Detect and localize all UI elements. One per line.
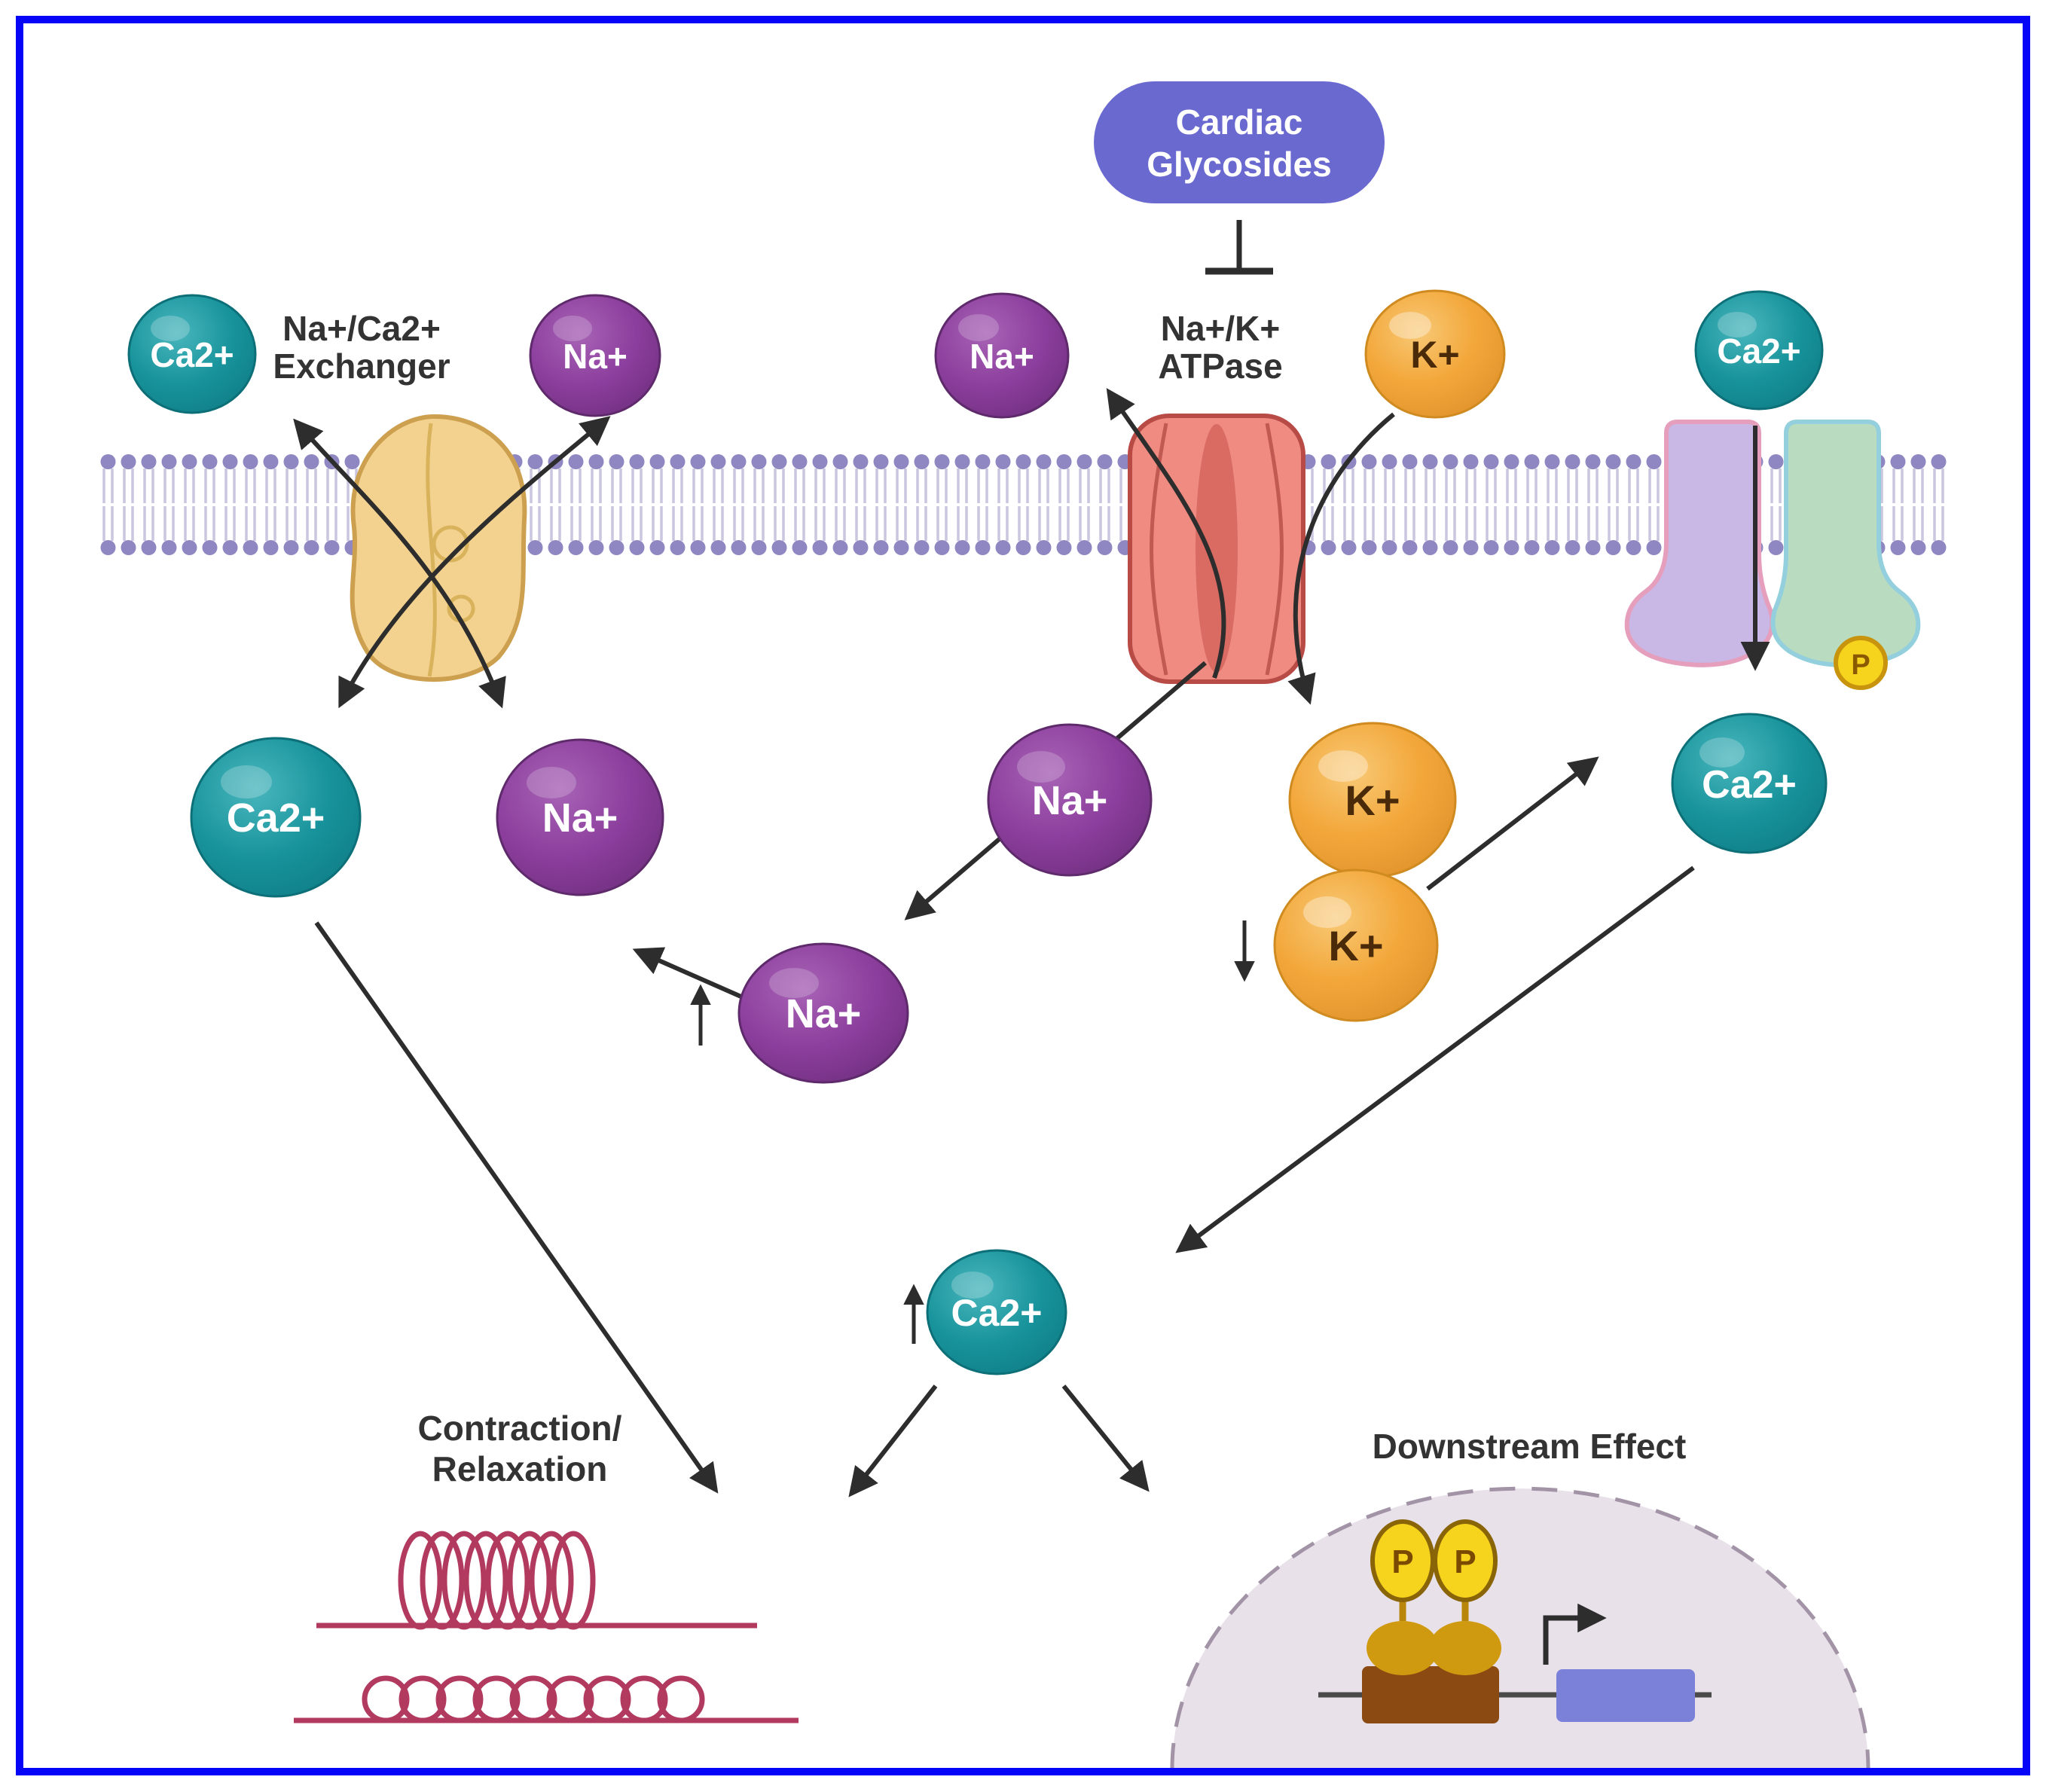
ion-na-inside-pump: Na+ bbox=[987, 723, 1153, 877]
ion-ca-inside-right: Ca2+ bbox=[1671, 713, 1828, 854]
arrow-na-pumped-out bbox=[1106, 388, 1226, 679]
ion-k-top: K+ bbox=[1364, 289, 1506, 419]
drug-name-line2: Glycosides bbox=[1147, 145, 1331, 184]
ion-ca-inside-left: Ca2+ bbox=[190, 737, 362, 898]
ion-ca-top-left: Ca2+ bbox=[127, 294, 257, 414]
cardiac-glycosides-node: Cardiac Glycosides bbox=[1094, 81, 1385, 203]
ion-na-top-middle: Na+ bbox=[934, 292, 1070, 419]
phosphate-label: P bbox=[1391, 1543, 1413, 1580]
arrow-right-ca-to-central-ca bbox=[1175, 865, 1695, 1253]
contraction-label-line1: Contraction/ bbox=[418, 1409, 622, 1448]
downstream-label: Downstream Effect bbox=[1373, 1427, 1687, 1466]
figure-frame bbox=[16, 16, 2030, 1775]
calcium-channel-left-subunit bbox=[1624, 420, 1775, 667]
ion-label: Ca2+ bbox=[227, 795, 325, 841]
phosphate-label: P bbox=[1454, 1543, 1476, 1580]
ion-na-increased: Na+ bbox=[737, 942, 909, 1084]
ion-label: Na+ bbox=[786, 991, 862, 1036]
ion-ca-increased: Ca2+ bbox=[926, 1249, 1067, 1375]
arrow-exchanger-na-ca bbox=[338, 416, 611, 709]
inhibition-arrow bbox=[1205, 220, 1273, 275]
promoter-box bbox=[1362, 1666, 1499, 1723]
ion-k-decreased: K+ bbox=[1273, 869, 1439, 1022]
arrow-na-to-exchanger bbox=[632, 947, 751, 1003]
ion-k-inside-pump: K+ bbox=[1288, 722, 1457, 878]
arrow-ca-to-contraction bbox=[848, 1384, 938, 1497]
downstream-outcome: Downstream Effect P P bbox=[1170, 1427, 1870, 1769]
ion-label: K+ bbox=[1345, 777, 1400, 824]
ion-label: Na+ bbox=[970, 337, 1034, 376]
ion-label: Na+ bbox=[563, 337, 628, 376]
atpase-label-line2: ATPase bbox=[1158, 346, 1282, 386]
phosphate-label: P bbox=[1851, 649, 1870, 681]
ion-na-top-left: Na+ bbox=[529, 294, 661, 417]
ion-label: K+ bbox=[1328, 922, 1383, 969]
arrow-k-pumped-in bbox=[1287, 412, 1395, 705]
ion-ca-top-right: Ca2+ bbox=[1694, 290, 1824, 411]
phosphate-badge-channel: P bbox=[1834, 636, 1888, 690]
contraction-outcome: Contraction/ Relaxation bbox=[294, 1409, 799, 1723]
ion-na-inside-left: Na+ bbox=[496, 738, 664, 896]
atpase-label-line1: Na+/K+ bbox=[1161, 309, 1281, 348]
transcription-start-arrow bbox=[1543, 1603, 1607, 1665]
ion-label: Ca2+ bbox=[1717, 331, 1800, 371]
contraction-label-line2: Relaxation bbox=[432, 1449, 608, 1488]
ion-label: Ca2+ bbox=[150, 335, 234, 374]
transcription-factor-2: P bbox=[1429, 1519, 1501, 1675]
exchanger-label-line2: Exchanger bbox=[273, 346, 450, 386]
drug-name-line1: Cardiac bbox=[1176, 102, 1303, 142]
ion-label: K+ bbox=[1410, 334, 1459, 376]
arrow-k-to-ca-rise bbox=[1426, 756, 1599, 891]
arrow-ca-to-downstream bbox=[1061, 1384, 1150, 1492]
ion-label: Ca2+ bbox=[951, 1292, 1043, 1334]
transcription-factor-1: P bbox=[1367, 1519, 1439, 1675]
gene-box bbox=[1556, 1669, 1695, 1722]
ion-label: Na+ bbox=[1032, 778, 1108, 823]
muscle-spring-contracted bbox=[316, 1531, 757, 1630]
ion-label: Ca2+ bbox=[1702, 763, 1797, 807]
calcium-channel-protein: P bbox=[1624, 420, 1921, 690]
exchanger-label-line1: Na+/Ca2+ bbox=[282, 309, 441, 348]
ion-label: Na+ bbox=[542, 795, 618, 841]
arrow-left-ca-to-contraction bbox=[314, 921, 719, 1494]
nucleus-dashed-border bbox=[1170, 1486, 1870, 1769]
muscle-spring-relaxed bbox=[294, 1675, 799, 1723]
